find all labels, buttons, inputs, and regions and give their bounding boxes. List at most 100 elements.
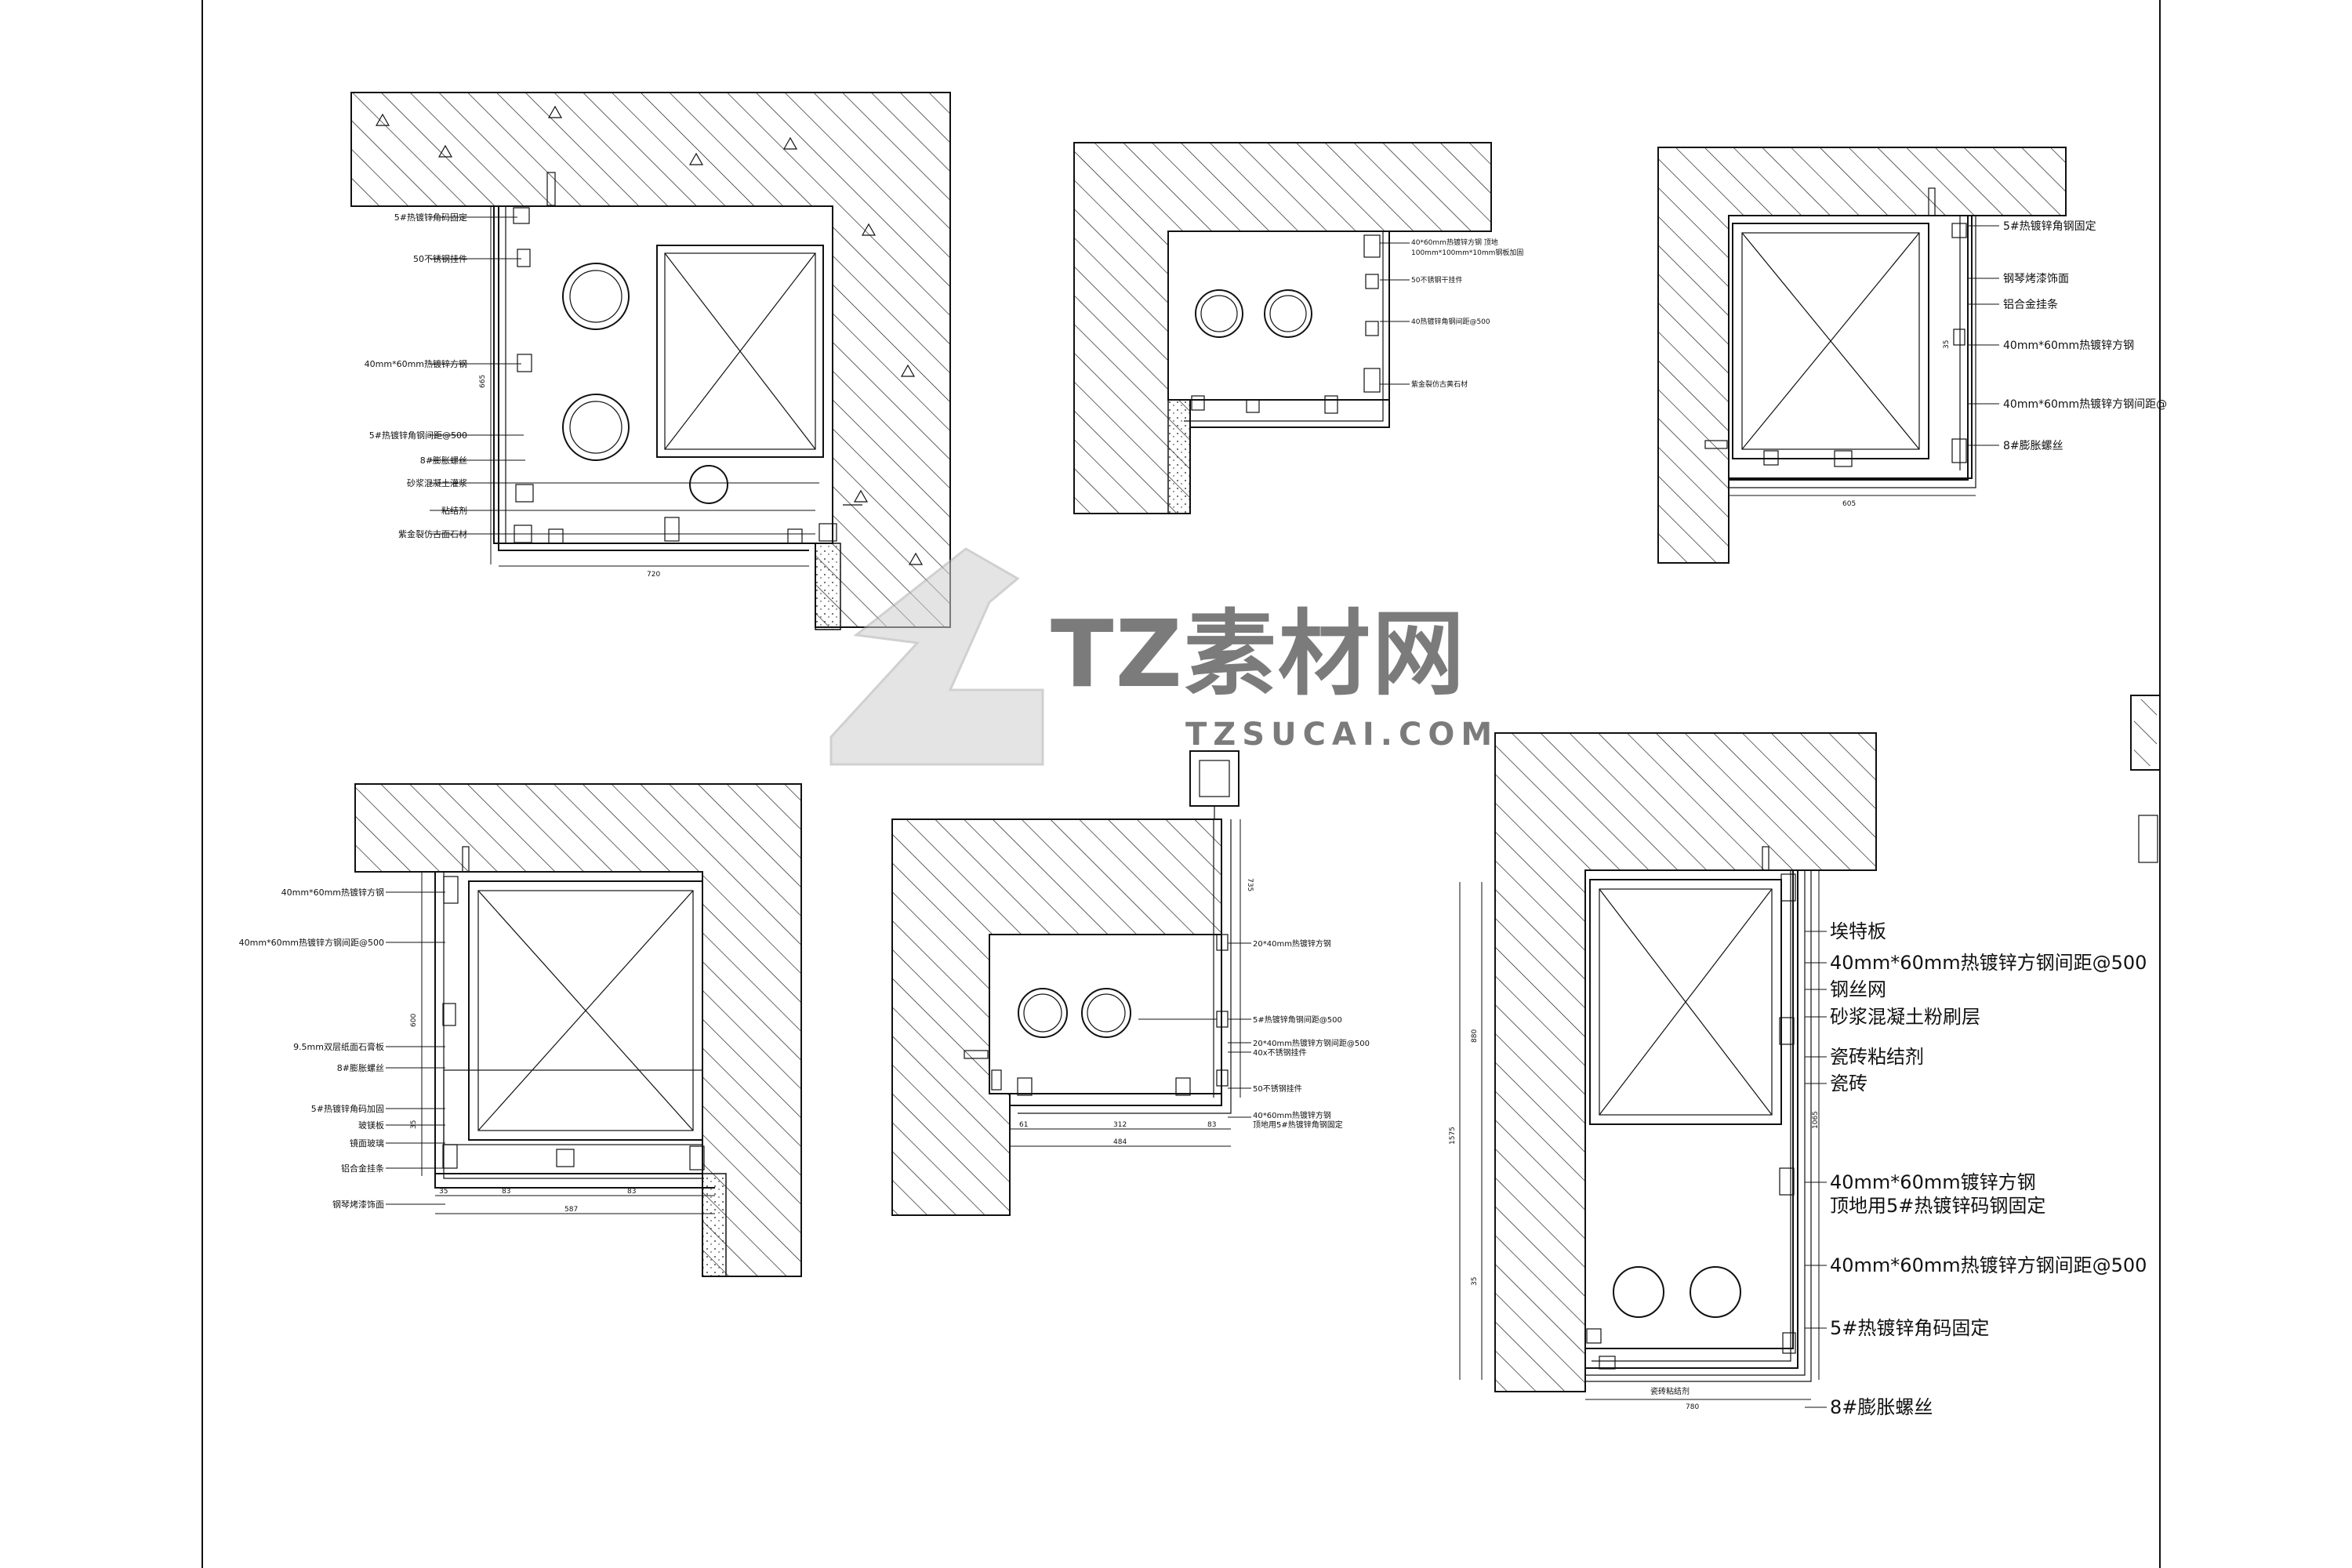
shaft-room bbox=[1167, 230, 1390, 401]
callout-label: 紫金裂仿古面石材 bbox=[398, 528, 467, 539]
dimension-text: 1575 bbox=[1449, 1127, 1457, 1145]
dimension-text: 665 bbox=[479, 375, 487, 388]
callout-label: 8#膨胀螺丝 bbox=[2003, 439, 2063, 452]
callout-label: 50不锈钢干挂件 bbox=[1411, 275, 1462, 285]
leader-lines bbox=[386, 891, 445, 1205]
callout-label: 50不锈钢挂件 bbox=[1253, 1083, 1302, 1094]
detail-f: 埃特板 40mm*60mm热镀锌方钢间距@500 钢丝网 砂浆混凝土粉刷层 瓷砖… bbox=[1449, 732, 2147, 1418]
frame-square bbox=[468, 880, 703, 1141]
frame-square bbox=[1732, 223, 1929, 459]
callout-label: 铝合金挂条 bbox=[341, 1163, 384, 1174]
callout-label: 砂浆混凝土灌浆 bbox=[407, 477, 467, 488]
dimension-text: 880 bbox=[1471, 1029, 1479, 1043]
watermark: TZ素材网 TZSUCAI.COM bbox=[829, 547, 1498, 766]
infill-mortar bbox=[815, 543, 841, 630]
callout-label: 100mm*100mm*10mm钢板加固 bbox=[1411, 248, 1523, 257]
detail-b: 40*60mm热镀锌方钢 顶地 100mm*100mm*10mm钢板加固 50不… bbox=[1073, 142, 1523, 514]
callout-label: 40mm*60mm热镀锌方钢间距@500 bbox=[1830, 952, 2147, 974]
callout-label: 40热镀锌角钢间距@500 bbox=[1411, 317, 1490, 326]
pipe-circle bbox=[1018, 988, 1068, 1038]
leader-lines bbox=[1138, 942, 1251, 1118]
callout-label: 顶地用5#热镀锌码钢固定 bbox=[1830, 1195, 2045, 1217]
pipe-circle bbox=[1613, 1266, 1664, 1318]
leader-lines bbox=[1380, 242, 1410, 385]
dimension-text: 735 bbox=[1246, 878, 1254, 891]
callout-label: 40mm*60mm热镀锌方钢间距@500 bbox=[239, 937, 384, 948]
callout-label: 5#热镀锌角码固定 bbox=[1830, 1317, 1989, 1339]
callout-label: 钢琴烤漆饰面 bbox=[2003, 273, 2069, 285]
pipe-circle bbox=[689, 465, 728, 504]
callout-label: 5#热镀锌角钢间距@500 bbox=[1253, 1014, 1342, 1025]
frame-square-cross bbox=[477, 890, 694, 1131]
pipe-circle bbox=[1690, 1266, 1741, 1318]
detail-e-labels: 20*40mm热镀锌方钢 5#热镀锌角钢间距@500 20*40mm热镀锌方钢间… bbox=[1253, 938, 1370, 1130]
shaft-room bbox=[1584, 869, 1794, 1349]
shaft-room bbox=[1728, 215, 1973, 479]
leader-lines bbox=[1968, 225, 1999, 446]
callout-label: 瓷砖粘结剂 bbox=[1650, 1386, 1690, 1396]
callout-label: 8#膨胀螺丝 bbox=[1830, 1396, 1933, 1418]
detail-d: 40mm*60mm热镀锌方钢 40mm*60mm热镀锌方钢间距@500 9.5m… bbox=[239, 783, 802, 1277]
watermark-url: TZSUCAI.COM bbox=[1185, 717, 1498, 753]
callout-label: 9.5mm双层纸面石膏板 bbox=[293, 1041, 384, 1052]
watermark-logo-text: TZ素材网 bbox=[1051, 600, 1466, 708]
detail-a: 5#热镀锌角码固定 50不锈钢挂件 40mm*60mm热镀锌方钢 5#热镀锌角钢… bbox=[350, 92, 951, 630]
service-box bbox=[1189, 750, 1240, 807]
dimension-text: 83 bbox=[627, 1188, 636, 1196]
callout-label: 5#热镀锌角码固定 bbox=[394, 212, 467, 223]
dimension-text: 83 bbox=[1207, 1121, 1216, 1129]
callout-label: 40mm*60mm镀锌方钢 bbox=[1830, 1171, 2036, 1193]
callout-label: 20*40mm热镀锌方钢间距@500 bbox=[1253, 1038, 1370, 1048]
cladding-layer bbox=[1729, 216, 1969, 481]
steel-clips bbox=[1191, 234, 1381, 414]
callout-label: 8#膨胀螺丝 bbox=[420, 455, 467, 466]
callout-label: 20*40mm热镀锌方钢 bbox=[1253, 938, 1331, 949]
steel-clips bbox=[442, 846, 705, 1171]
callout-label: 顶地用5#热镀锌角钢固定 bbox=[1253, 1120, 1343, 1130]
pipe-circle bbox=[1264, 289, 1312, 338]
pipe-circle bbox=[1195, 289, 1243, 338]
infill-mortar bbox=[702, 1173, 727, 1277]
leader-lines bbox=[430, 216, 819, 535]
detail-b-labels: 40*60mm热镀锌方钢 顶地 100mm*100mm*10mm钢板加固 50不… bbox=[1411, 238, 1523, 389]
callout-label: 40mm*60mm热镀锌方钢 bbox=[365, 358, 467, 369]
watermark-logo-mark bbox=[829, 547, 1044, 766]
callout-label: 40mm*60mm热镀锌方钢 bbox=[281, 887, 384, 898]
shaft-room bbox=[493, 205, 833, 544]
leader-lines bbox=[1805, 931, 1827, 1408]
callout-label: 紫金裂仿古黄石材 bbox=[1411, 379, 1468, 389]
callout-label: 镜面玻璃 bbox=[350, 1138, 384, 1149]
dimension-text: 720 bbox=[647, 571, 660, 579]
callout-label: 铝合金挂条 bbox=[2003, 298, 2058, 311]
shaft-room bbox=[989, 934, 1222, 1094]
cladding-layer bbox=[498, 206, 809, 551]
callout-label: 40x不锈钢挂件 bbox=[1253, 1047, 1307, 1058]
title-block-fragment bbox=[2130, 695, 2161, 863]
cladding-layer bbox=[434, 872, 715, 1189]
frame-square-cross bbox=[664, 252, 816, 450]
frame-square-cross bbox=[1741, 232, 1920, 450]
cladding-layer bbox=[1009, 819, 1222, 1215]
dimension-text: 35 bbox=[439, 1188, 448, 1196]
infill-mortar bbox=[1167, 399, 1191, 514]
callout-label: 40*60mm热镀锌方钢 bbox=[1253, 1110, 1331, 1120]
callout-label: 50不锈钢挂件 bbox=[413, 253, 467, 264]
pipe-circle bbox=[562, 394, 630, 461]
steel-clips bbox=[513, 172, 862, 544]
steel-clips bbox=[1704, 187, 1967, 467]
cladding-layer bbox=[1585, 870, 1798, 1369]
dimension-text: 484 bbox=[1113, 1138, 1127, 1146]
dimension-text: 61 bbox=[1019, 1121, 1028, 1129]
dimension-text: 605 bbox=[1842, 500, 1856, 508]
callout-label: 5#热镀锌角钢间距@500 bbox=[369, 430, 467, 441]
callout-label: 8#膨胀螺丝 bbox=[337, 1062, 384, 1073]
shaft-room bbox=[434, 871, 703, 1174]
callout-label: 5#热镀锌角钢固定 bbox=[2003, 220, 2096, 233]
dimension-text: 83 bbox=[502, 1188, 510, 1196]
detail-d-labels: 40mm*60mm热镀锌方钢 40mm*60mm热镀锌方钢间距@500 9.5m… bbox=[239, 887, 384, 1210]
detail-a-labels: 5#热镀锌角码固定 50不锈钢挂件 40mm*60mm热镀锌方钢 5#热镀锌角钢… bbox=[365, 212, 467, 539]
dimension-text: 1065 bbox=[1812, 1111, 1820, 1129]
callout-label: 钢琴烤漆饰面 bbox=[332, 1199, 384, 1210]
callout-label: 瓷砖粘结剂 bbox=[1830, 1046, 1924, 1068]
